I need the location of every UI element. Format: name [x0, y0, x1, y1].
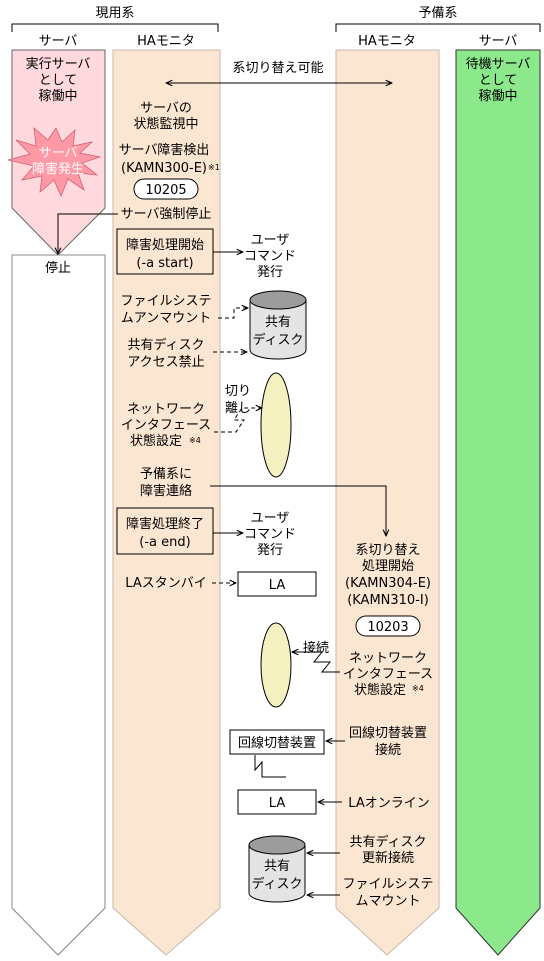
- detach-line2: 離し: [225, 401, 251, 416]
- net-if-1-line1: ネットワーク: [127, 402, 205, 417]
- note-1: ※1: [208, 163, 220, 172]
- switch-start-line3: (KAMN304-E): [345, 576, 431, 591]
- line-switch-box: [229, 729, 325, 755]
- monitoring-line1: サーバの: [140, 101, 192, 116]
- note-4a: ※4: [189, 436, 201, 445]
- switch-start-line1: 系切り替え: [355, 543, 420, 558]
- la-adapter-1-ellipse: [260, 372, 292, 478]
- la-box-1-label: LA: [269, 578, 286, 593]
- switch-start-line2: 処理開始: [362, 559, 414, 574]
- net-if-1-line2: インタフェース: [121, 418, 211, 433]
- notify-line1: 予備系に: [140, 466, 192, 482]
- message-2: 10203: [367, 620, 408, 635]
- detach-line1: 切り: [225, 384, 251, 399]
- standby-server-state-line1: 待機サーバ: [466, 57, 531, 72]
- standby-server-state-line2: として: [479, 73, 518, 88]
- shared-disk-2-line2: ディスク: [251, 876, 302, 892]
- user-command-1-line1: ユーザ: [251, 233, 290, 248]
- active-server-stopped-lane: [11, 254, 106, 956]
- la-standby-label: LAスタンバイ: [125, 576, 206, 591]
- disk-update-line2: 更新接続: [362, 850, 414, 866]
- notify-line2: 障害連絡: [140, 483, 192, 499]
- standby-system-header: 予備系: [418, 5, 457, 21]
- active-server-state-line3: 稼働中: [38, 89, 77, 104]
- disk-forbid-line1: 共有ディスク: [127, 337, 204, 353]
- net-if-2-line1: ネットワーク: [349, 651, 427, 666]
- disk-update-line1: 共有ディスク: [349, 834, 426, 850]
- notify-arrow: [210, 485, 386, 536]
- failure-end-line1: 障害処理終了: [126, 516, 204, 532]
- stopped-label: 停止: [45, 260, 71, 276]
- standby-ha-monitor-column-header: HAモニタ: [358, 34, 416, 49]
- net-if-1-line3: 状態設定: [130, 433, 182, 449]
- message-pill-2: [355, 615, 421, 637]
- fs-unmount-line2: ムアンマウント: [121, 311, 211, 326]
- standby-ha-monitor-lane: [335, 49, 440, 956]
- monitoring-line2: 状態監視中: [133, 116, 198, 132]
- line-switch-connect-line2: 接続: [375, 742, 401, 758]
- connect-label: 接続: [303, 640, 329, 656]
- net-if-2-line2: インタフェース: [343, 667, 433, 682]
- fs-unmount-arrow: [218, 308, 248, 319]
- shared-disk-2-icon: [248, 835, 306, 903]
- user-command-2-line2: コマンド: [244, 527, 296, 542]
- shared-disk-2-line1: 共有: [264, 859, 290, 874]
- user-command-2-line1: ユーザ: [251, 511, 290, 526]
- switch-start-line4: (KAMN310-I): [347, 593, 429, 608]
- user-command-1-line3: 発行: [257, 265, 283, 280]
- active-system-header: 現用系: [95, 6, 134, 21]
- switchable-label: 系切り替え可能: [232, 61, 323, 76]
- detach-arrow: [214, 408, 262, 433]
- active-ha-monitor-lane: [112, 49, 221, 956]
- la-box-2: [237, 789, 317, 815]
- fs-mount-line2: ムマウント: [355, 894, 420, 909]
- line-switch-link: [254, 755, 286, 778]
- failure-label-line1: サーバ: [39, 146, 78, 161]
- detect-line2: (KAMN300-E): [121, 161, 207, 176]
- force-stop-label: サーバ強制停止: [121, 206, 212, 222]
- standby-server-state-line3: 稼働中: [478, 89, 517, 104]
- failure-end-line2: (-a end): [139, 535, 190, 550]
- connect-arrow: [292, 652, 340, 673]
- shared-disk-1-line1: 共有: [265, 315, 291, 330]
- standby-server-lane: [455, 49, 541, 956]
- detect-line1: サーバ障害検出: [119, 142, 210, 158]
- fs-mount-line1: ファイルシステ: [342, 877, 433, 892]
- failure-end-box: [116, 507, 214, 555]
- la-box-2-label: LA: [269, 796, 286, 811]
- header-brackets: [11, 23, 541, 32]
- failure-label-line2: 障害発生: [32, 161, 84, 177]
- la-adapter-2-ellipse: [260, 622, 292, 708]
- la-box-1: [237, 571, 317, 597]
- user-command-1-line2: コマンド: [244, 249, 296, 264]
- standby-server-column-header: サーバ: [479, 34, 518, 49]
- message-1: 10205: [145, 183, 186, 198]
- user-command-2-line3: 発行: [257, 543, 283, 558]
- ha-monitor-column-header: HAモニタ: [137, 34, 195, 49]
- server-column-header: サーバ: [39, 34, 78, 49]
- note-4b: ※4: [412, 684, 424, 693]
- failure-burst-icon: [7, 127, 102, 198]
- message-pill-1: [133, 178, 199, 200]
- net-if-2-line3: 状態設定: [354, 682, 406, 698]
- active-server-state-line2: として: [39, 73, 78, 88]
- active-server-state-line1: 実行サーバ: [26, 56, 91, 72]
- disk-forbid-line2: アクセス禁止: [127, 355, 204, 370]
- la-online-label: LAオンライン: [348, 796, 429, 811]
- failure-start-line1: 障害処理開始: [126, 237, 204, 253]
- shared-disk-1-icon: [249, 290, 307, 360]
- fs-unmount-line1: ファイルシステ: [120, 294, 211, 309]
- line-switch-box-label: 回線切替装置: [238, 735, 316, 751]
- failure-start-line2: (-a start): [136, 256, 193, 271]
- force-stop-arrow: [58, 213, 118, 254]
- shared-disk-1-line2: ディスク: [252, 332, 303, 348]
- line-switch-connect-line1: 回線切替装置: [349, 725, 427, 741]
